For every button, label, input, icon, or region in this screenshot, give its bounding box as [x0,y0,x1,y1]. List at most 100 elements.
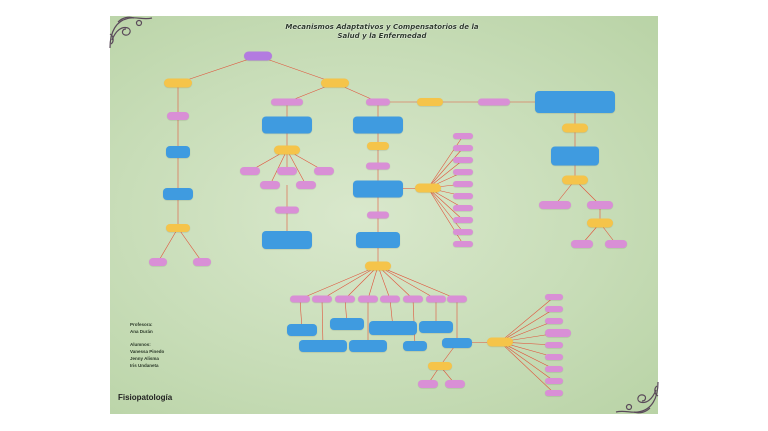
right-lower-description-node [551,146,599,166]
bottom-type-3 [335,295,355,303]
connector-line [427,135,464,189]
left-branch-node [164,78,192,88]
center-left-subconcept-node [275,206,299,214]
connector-line [499,341,555,382]
bottom-description-6 [403,341,427,351]
bottom-right-type-2 [445,380,465,388]
bottom-type-5 [380,295,400,303]
corner-ornament-bottom-right-icon [615,381,659,414]
center-fan-item-10 [453,241,473,247]
connector-line [377,265,391,300]
center-left-type-4 [260,181,280,189]
credits-block: Profesora: Ana Durán Alumnos: Vanessa Pi… [130,321,164,369]
connector-line [499,308,555,343]
left-definition-node [163,188,193,200]
connector-line [427,187,464,233]
center-left-description-node [262,116,312,134]
connector-line [499,296,555,343]
connector-line [321,298,324,347]
center-left-type-5 [296,181,316,189]
center-fan-item-2 [453,145,473,151]
connector-line [344,265,379,300]
bottom-type-2 [312,295,332,303]
bottom-right-item-8 [545,378,563,384]
center-left-types-node [274,145,300,155]
connector-line [377,265,414,300]
course-label: Fisiopatología [118,393,173,402]
connector-line [177,227,203,263]
bottom-type-8 [447,295,467,303]
connector-line [321,265,379,300]
center-fan-item-1 [453,133,473,139]
center-left-lower-description-node [262,231,312,249]
bottom-right-item-3 [545,318,563,324]
corner-ornament-top-left-icon [109,16,153,49]
left-type-b-node [193,258,211,266]
left-type-a-node [149,258,167,266]
center-left-node [271,98,303,106]
bottom-right-item-5 [545,342,563,348]
connector-line [157,227,179,263]
right-branch-node [417,98,443,106]
connector-line [299,265,379,300]
center-column-node-2 [366,162,390,170]
connector-line [367,265,379,300]
connector-line [377,265,437,300]
center-left-type-1 [240,167,260,175]
connector-line [499,341,555,394]
connector-line [286,149,307,186]
center-branch-node [321,78,349,88]
bottom-description-7 [419,321,453,333]
left-types-node [166,224,190,232]
center-column-description-2 [356,232,400,248]
connector-line [427,147,464,189]
professor-name: Ana Durán [130,329,153,334]
bottom-description-8 [442,338,472,348]
connector-line [377,265,458,300]
bottom-description-5 [369,321,417,335]
center-fan-item-3 [453,157,473,163]
bottom-right-item-7 [545,366,563,372]
connector-line [177,55,259,84]
center-left-type-2 [277,167,297,175]
center-column-description-1 [353,180,403,198]
center-right-description-node [353,116,403,134]
right-subtypes-node-2 [587,218,613,228]
bottom-right-item-1 [545,294,563,300]
bottom-right-item-6 [545,354,563,360]
bottom-description-2 [299,340,347,352]
center-column-node-1 [367,142,389,150]
map-title: Mecanismos Adaptativos y Compensatorios … [285,23,479,40]
map-root-node [244,51,272,61]
bottom-description-1 [287,324,317,336]
right-subtype-1 [539,201,571,209]
center-fan-item-4 [453,169,473,175]
center-fan-item-8 [453,217,473,223]
center-fan-item-5 [453,181,473,187]
center-right-node [366,98,390,106]
professor-heading: Profesora: [130,322,153,327]
center-fan-item-7 [453,205,473,211]
right-subtype-4 [605,240,627,248]
connector-line [499,341,555,370]
bottom-right-type-1 [418,380,438,388]
right-concept-node [478,98,510,106]
bottom-type-1 [290,295,310,303]
students-heading: Alumnos: [130,342,151,347]
right-subtype-3 [571,240,593,248]
bottom-right-item-9 [545,390,563,396]
student-name: Vanessa Pinedo [130,349,165,354]
bottom-type-4 [358,295,378,303]
bottom-type-6 [403,295,423,303]
bottom-right-hub [487,337,513,347]
center-column-node-3 [367,211,389,219]
right-description-node [535,91,615,113]
center-left-type-3 [314,167,334,175]
bottom-type-7 [426,295,446,303]
right-types-node [562,123,588,133]
center-column-types-node [365,261,391,271]
bottom-right-item-4 [545,329,571,337]
concept-map-canvas: Mecanismos Adaptativos y Compensatorios … [110,16,658,414]
student-name: Jenny Alisma [130,356,159,361]
bottom-right-types-node [428,362,452,370]
